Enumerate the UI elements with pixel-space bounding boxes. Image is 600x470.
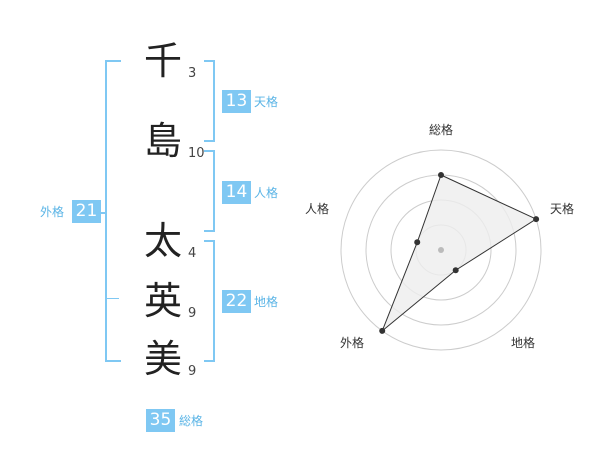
name-char-2: 島 — [143, 119, 182, 163]
name-char-5: 美 — [143, 337, 182, 381]
gaikaku-label: 外格 — [40, 205, 65, 219]
radar-point — [533, 216, 540, 223]
radar-point — [379, 327, 386, 334]
soukaku-badge: 35 — [146, 409, 175, 432]
radar-point — [438, 172, 444, 178]
radar-polygon — [381, 174, 538, 332]
tenkaku-bracket — [204, 60, 215, 142]
gaikaku-bracket-tick — [105, 298, 119, 299]
radar-label-tenkaku: 天格 — [550, 201, 574, 216]
jinkaku-label: 人格 — [254, 186, 279, 200]
radar-point — [414, 239, 421, 246]
radar-label-chikaku: 地格 — [511, 335, 535, 350]
radar-point — [452, 267, 459, 274]
stroke-count-1: 3 — [188, 66, 197, 81]
stroke-count-2: 10 — [188, 146, 205, 161]
stroke-count-4: 9 — [188, 306, 197, 321]
radar-ring — [340, 149, 542, 351]
stroke-count-3: 4 — [188, 246, 197, 261]
soukaku-label: 総格 — [179, 414, 204, 428]
radar-center-dot — [438, 247, 444, 253]
name-char-1: 千 — [143, 39, 182, 83]
jinkaku-badge: 14 — [222, 181, 251, 204]
radar-label-soukaku: 総格 — [429, 122, 453, 137]
jinkaku-bracket — [204, 150, 215, 232]
chikaku-badge: 22 — [222, 290, 251, 313]
gaikaku-badge: 21 — [72, 200, 101, 223]
name-char-4: 英 — [143, 279, 182, 323]
radar-label-jinkaku: 人格 — [305, 201, 329, 216]
chikaku-label: 地格 — [254, 295, 279, 309]
stroke-count-5: 9 — [188, 364, 197, 379]
radar-label-gaikaku: 外格 — [340, 335, 364, 350]
tenkaku-label: 天格 — [254, 95, 279, 109]
gaikaku-bracket — [105, 60, 121, 362]
name-char-3: 太 — [143, 219, 182, 263]
radar-chart: 総格 天格 地格 外格 人格 — [305, 122, 574, 351]
chikaku-bracket — [204, 240, 215, 362]
tenkaku-badge: 13 — [222, 90, 251, 113]
